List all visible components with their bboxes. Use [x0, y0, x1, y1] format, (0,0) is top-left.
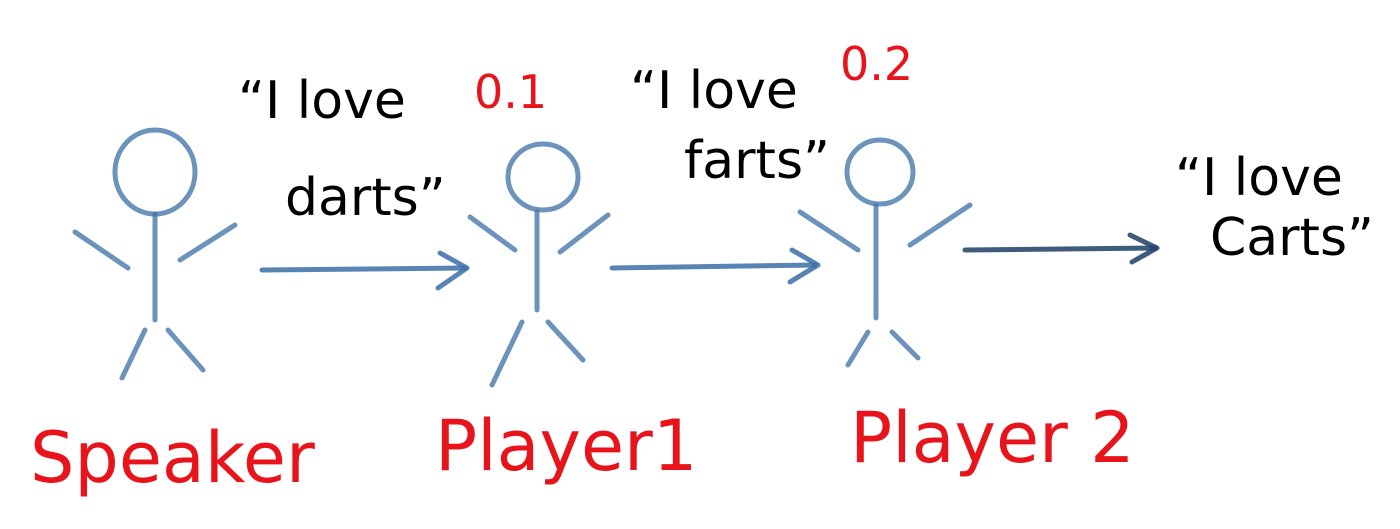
player2-right-arm — [907, 202, 973, 248]
arrow-player2-to-output — [962, 232, 1160, 265]
speaker-head — [112, 127, 198, 217]
player1-head — [505, 141, 581, 213]
speaker-message-line2: darts” — [285, 168, 446, 228]
player1-left-leg — [489, 319, 525, 388]
speaker-message-line1: “I love — [238, 71, 406, 131]
player1-right-leg — [545, 319, 586, 363]
speaker-stick-figure — [72, 127, 238, 381]
player1-label: Player1 — [435, 405, 697, 487]
player1-stick-figure — [467, 141, 611, 388]
speaker-left-arm — [72, 229, 131, 271]
player2-message-line1: “I love — [1175, 148, 1343, 208]
player2-left-arm — [797, 209, 861, 253]
player1-left-arm — [467, 214, 518, 253]
player2-stick-figure — [797, 137, 973, 368]
player2-message-line2: Carts” — [1210, 208, 1374, 268]
speaker-label: Speaker — [30, 417, 315, 499]
player2-left-leg — [845, 329, 871, 368]
player2-head — [844, 137, 916, 207]
player1-probability: 0.1 — [474, 65, 547, 119]
player1-right-arm — [557, 212, 611, 255]
speaker-left-leg — [119, 327, 148, 381]
player2-probability: 0.2 — [840, 37, 913, 91]
arrow-player1-to-player2 — [609, 247, 821, 285]
speaker-right-leg — [165, 327, 206, 373]
arrow-speaker-to-player1 — [259, 250, 470, 291]
player2-right-leg — [889, 329, 921, 361]
player2-label: Player 2 — [850, 397, 1135, 479]
player1-message-line1: “I love — [630, 61, 798, 121]
player1-message-line2: farts” — [684, 131, 830, 191]
speaker-right-arm — [177, 222, 238, 263]
